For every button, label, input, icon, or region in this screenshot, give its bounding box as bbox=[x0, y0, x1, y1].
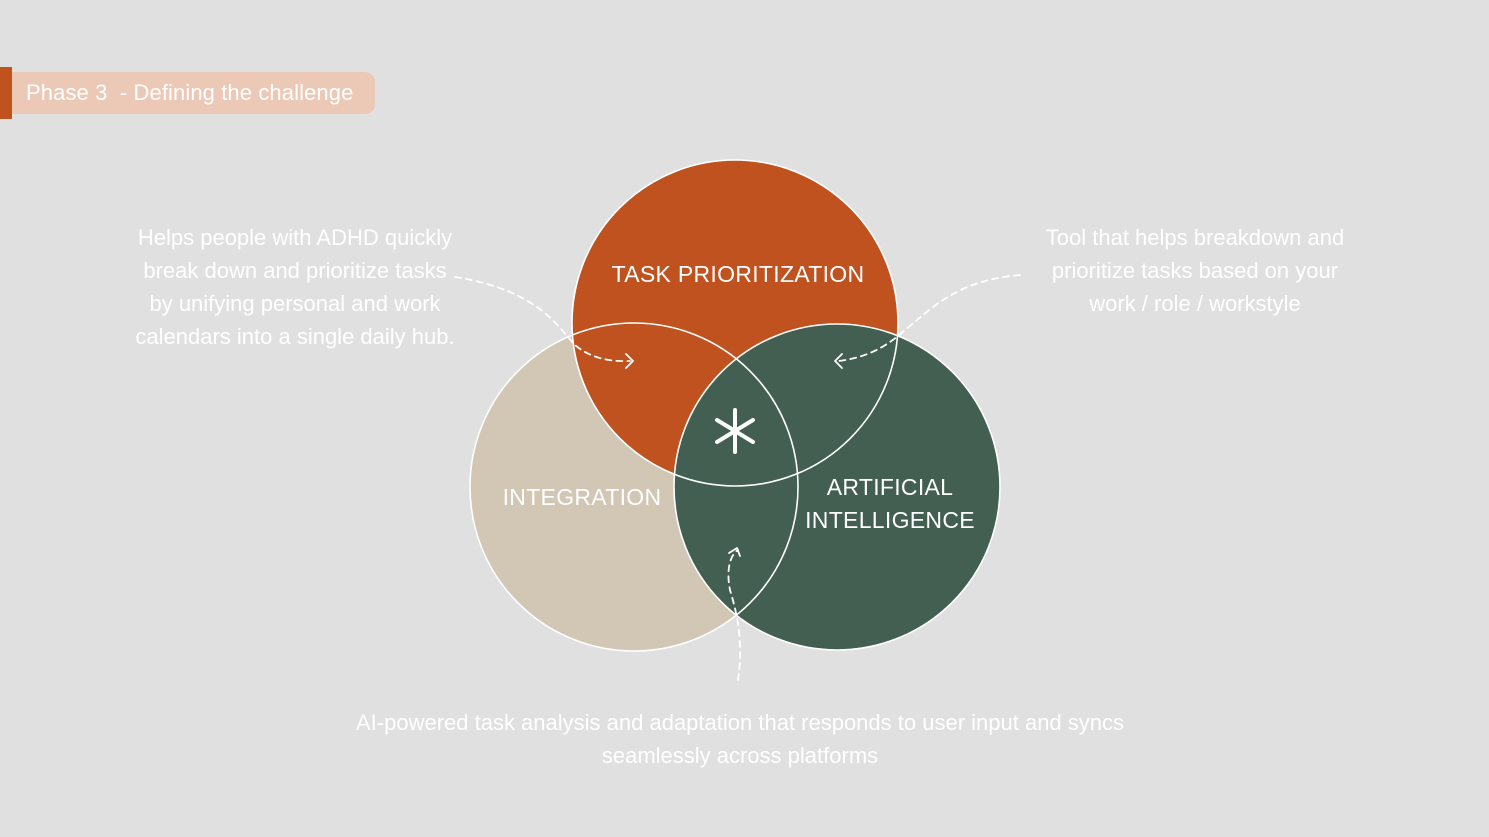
left-arrow-line bbox=[454, 276, 631, 363]
bottom-annotation: AI-powered task analysis and adaptation … bbox=[355, 710, 1125, 768]
phase-label: Phase 3 - Defining the challenge bbox=[26, 80, 354, 105]
artificial-intelligence-label: ARTIFICIAL INTELLIGENCE bbox=[805, 474, 975, 533]
asterisk-icon bbox=[715, 408, 755, 454]
left-annotation: Helps people with ADHD quickly break dow… bbox=[135, 225, 455, 349]
phase-tag-pill: Phase 3 - Defining the challenge bbox=[12, 72, 375, 114]
overlap-region bbox=[674, 324, 898, 486]
right-arrow-head bbox=[834, 353, 843, 369]
task-outline bbox=[571, 159, 899, 487]
right-arrow-line bbox=[837, 274, 1021, 362]
phase-tag-accent-bar bbox=[0, 67, 12, 119]
left-arrow-head bbox=[625, 353, 634, 369]
right-annotation: Tool that helps breakdown and prioritize… bbox=[1045, 225, 1345, 316]
task-prioritization-label: TASK PRIORITIZATION bbox=[611, 261, 865, 287]
bottom-arrow-head bbox=[728, 547, 741, 557]
integration-outline bbox=[469, 322, 799, 652]
integration-label: INTEGRATION bbox=[502, 484, 662, 510]
ai-outline bbox=[673, 323, 1001, 651]
bottom-arrow-line bbox=[727, 549, 741, 681]
phase-tag: Phase 3 - Defining the challenge bbox=[0, 67, 375, 119]
